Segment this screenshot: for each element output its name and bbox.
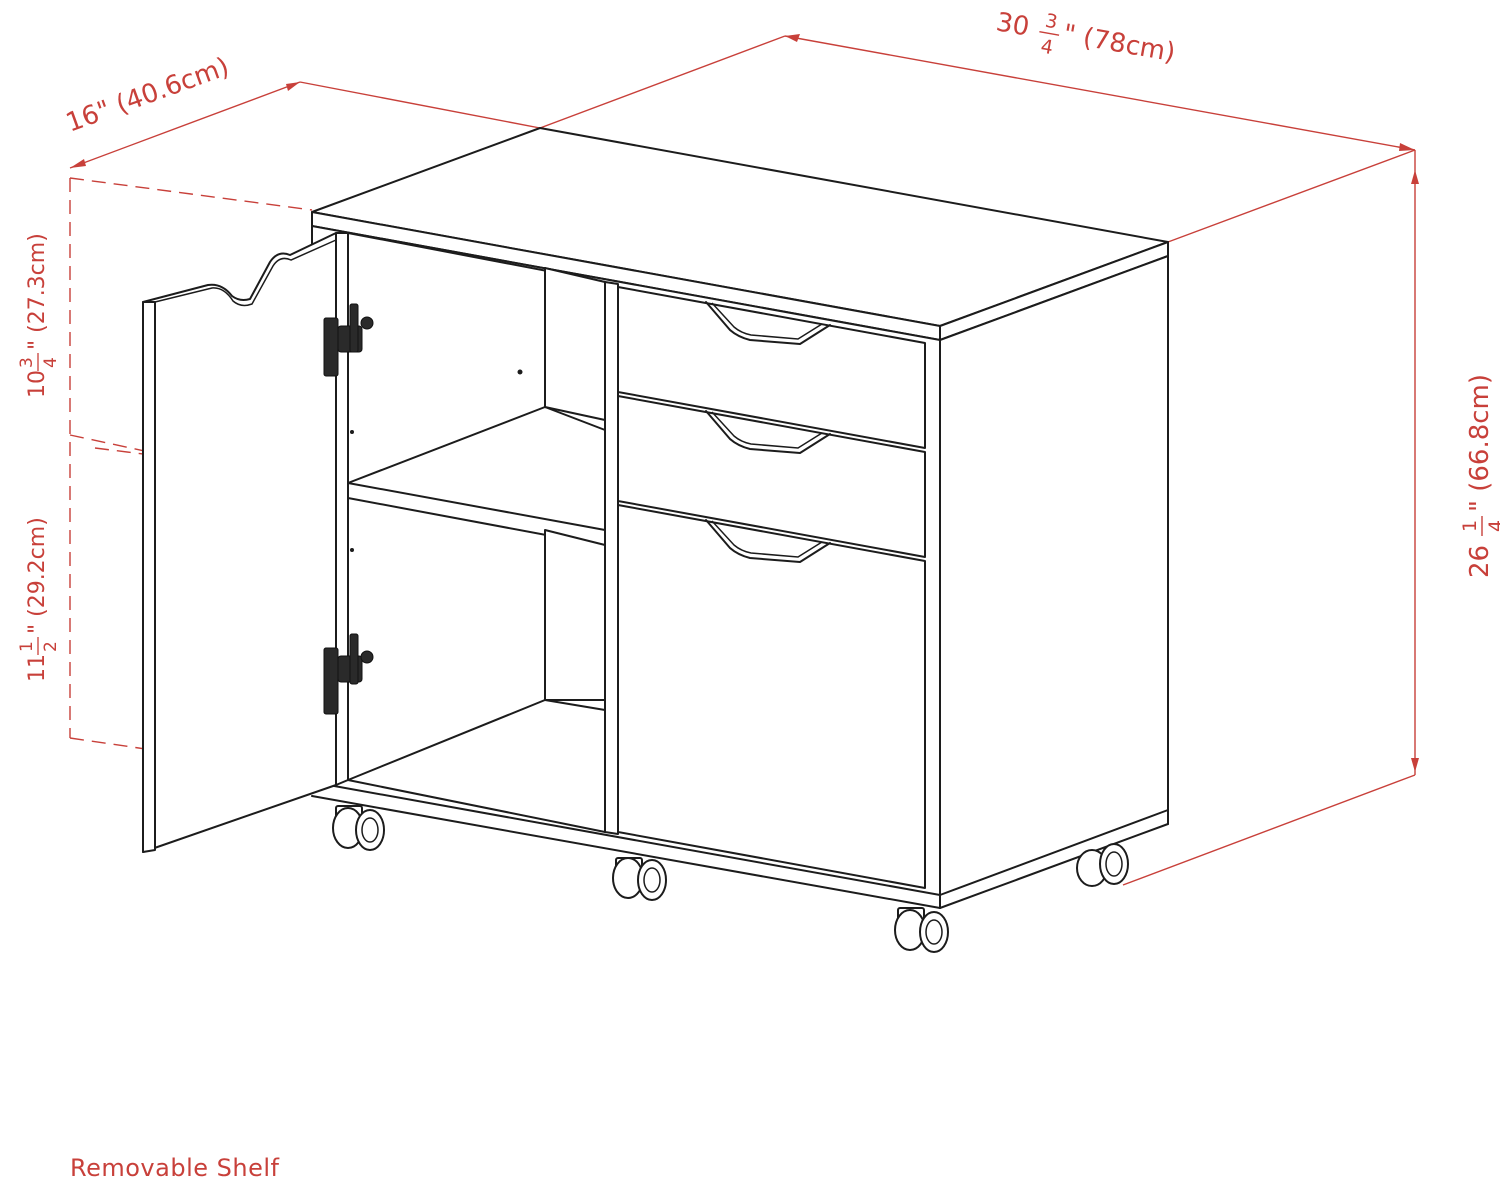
cabinet-illustration bbox=[142, 127, 1169, 953]
caster-front-right bbox=[894, 907, 949, 953]
hinge-upper bbox=[323, 303, 374, 377]
caption-removable-shelf: Removable Shelf bbox=[70, 1154, 280, 1181]
drawer-file bbox=[617, 504, 926, 889]
caster-back-right bbox=[1076, 843, 1129, 887]
upper-shelf-suffix: " (27.3cm) bbox=[25, 233, 50, 350]
dimension-lines bbox=[69, 34, 1419, 886]
lower-shelf-whole: 11 bbox=[25, 654, 50, 682]
upper-shelf-whole: 10 bbox=[25, 370, 50, 398]
depth-text: 16" (40.6cm) bbox=[62, 52, 233, 139]
lower-shelf-num: 1 bbox=[17, 641, 37, 652]
drawer-middle bbox=[617, 395, 926, 558]
dimension-upper-shelf-label: 10 3 4 " (27.3cm) bbox=[17, 233, 61, 398]
height-num: 1 bbox=[1459, 520, 1481, 532]
caster-front-left bbox=[332, 805, 385, 851]
dimension-lower-shelf-label: 11 1 2 " (29.2cm) bbox=[17, 517, 61, 682]
width-suffix: " (78cm) bbox=[1061, 19, 1178, 68]
lower-shelf-den: 2 bbox=[41, 641, 61, 652]
upper-shelf-den: 4 bbox=[41, 357, 61, 368]
dimension-depth-label: 16" (40.6cm) bbox=[62, 52, 233, 139]
height-suffix: " (66.8cm) bbox=[1465, 374, 1495, 512]
drawer-top bbox=[617, 286, 926, 449]
dimension-height-label: 26 1 4 " (66.8cm) bbox=[1459, 374, 1500, 578]
width-whole: 30 bbox=[994, 7, 1032, 42]
caster-front-center bbox=[612, 857, 667, 901]
hinge-lower bbox=[323, 633, 374, 715]
height-whole: 26 bbox=[1465, 545, 1495, 578]
width-num: 3 bbox=[1043, 10, 1059, 34]
upper-shelf-num: 3 bbox=[17, 357, 37, 368]
cabinet-right-side bbox=[939, 255, 1169, 896]
width-den: 4 bbox=[1039, 35, 1055, 59]
open-door bbox=[142, 232, 337, 853]
dimension-width-label: 30 3 4 " (78cm) bbox=[994, 7, 1178, 68]
height-den: 4 bbox=[1485, 520, 1500, 532]
lower-shelf-suffix: " (29.2cm) bbox=[25, 517, 50, 634]
